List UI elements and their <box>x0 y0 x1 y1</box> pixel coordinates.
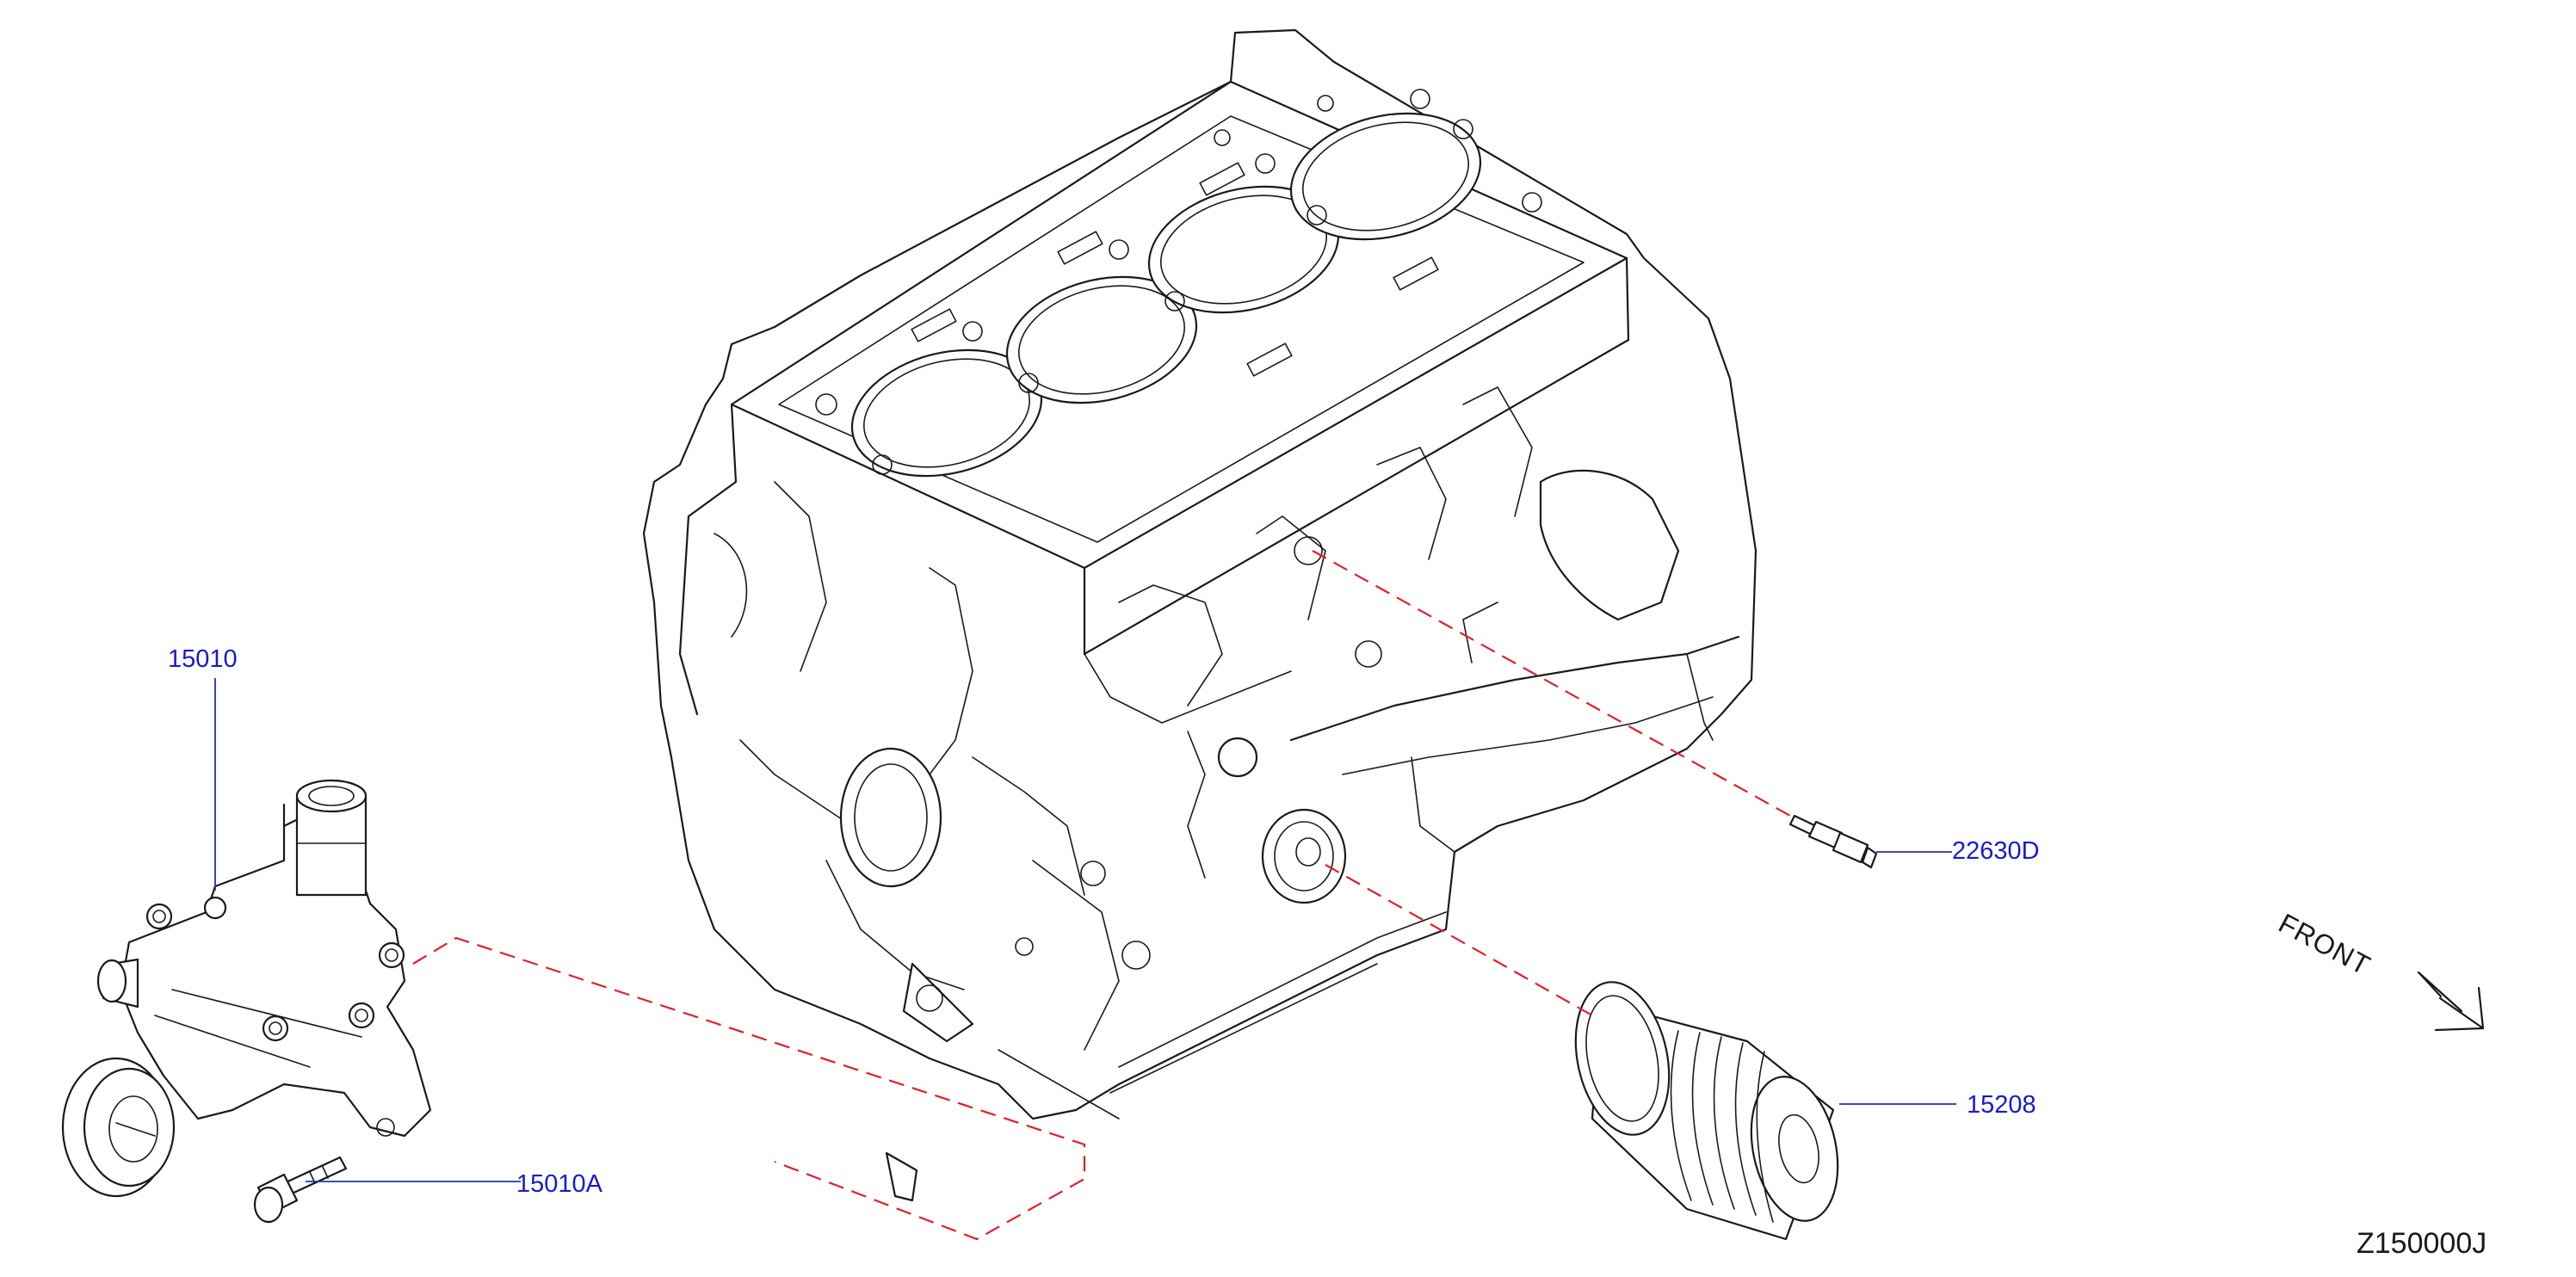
filter-grip-ridges <box>1670 1030 1774 1223</box>
part-number-oil-filter[interactable]: 15208 <box>1967 1091 2036 1119</box>
front-label: FRONT <box>2274 907 2376 981</box>
block-side-details <box>1084 386 1740 853</box>
part-number-pump-bolt[interactable]: 15010A <box>516 1170 603 1198</box>
temp-sensor-illustration <box>1788 814 1878 869</box>
cylinder-bores <box>850 112 1482 478</box>
engine-block-illustration <box>642 28 1757 1202</box>
front-direction-arrow-icon <box>2417 971 2485 1032</box>
callout-leader-lines <box>214 678 1956 1182</box>
oil-filter-mount <box>1261 808 1347 904</box>
deck-bolt-holes <box>815 89 1542 475</box>
pump-bolt-heads <box>145 896 405 1042</box>
water-pump-illustration <box>61 779 432 1198</box>
front-orientation-indicator: FRONT <box>2274 907 2485 1032</box>
part-number-water-pump[interactable]: 15010 <box>168 645 238 673</box>
pump-bolt-illustration <box>253 1156 348 1224</box>
block-front-details <box>678 480 1206 1120</box>
part-number-temp-sensor[interactable]: 22630D <box>1952 837 2040 865</box>
assembly-dashed-lines <box>412 550 1791 1241</box>
oil-filter-illustration <box>1574 981 1839 1241</box>
diagram-code: Z150000J <box>2357 1227 2486 1260</box>
